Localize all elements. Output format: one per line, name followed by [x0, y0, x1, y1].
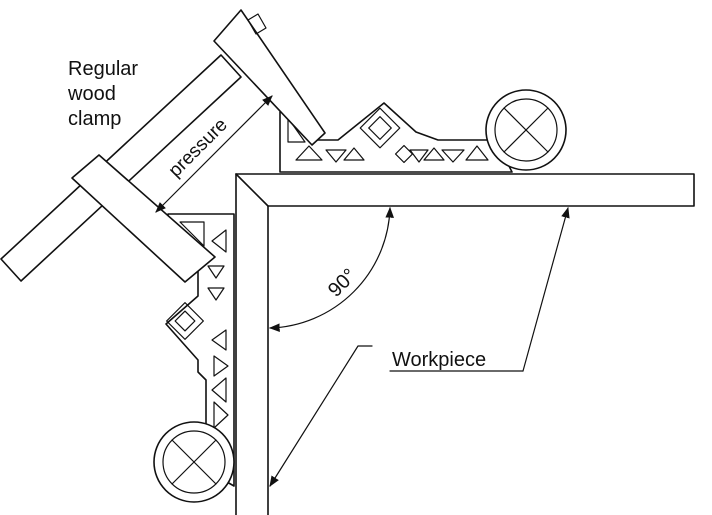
top-arm-square [394, 144, 414, 164]
workpiece-miter-joint [235, 173, 269, 207]
clamp-bar [0, 54, 242, 282]
workpiece-leader-horizontal [522, 206, 570, 372]
left-arm-triangle [213, 355, 229, 377]
top-arm-triangle [343, 147, 365, 161]
workpiece-leader-vertical [269, 345, 373, 487]
top-arm-triangle [287, 117, 306, 143]
left-arm-triangle [211, 229, 227, 253]
top-arm-triangle [325, 149, 347, 163]
left-arm-triangle [207, 287, 225, 301]
top-arm-square [368, 116, 392, 140]
wheel-spoke [171, 439, 217, 485]
wheel-spoke [503, 107, 549, 153]
top-arm-triangle [465, 145, 489, 161]
workpiece-label: Workpiece [392, 349, 486, 371]
left-arm-triangle [207, 265, 225, 279]
top-arm-triangle [423, 147, 445, 161]
left-arm-wheel [153, 421, 235, 503]
clamp-label-line1: Regular [68, 58, 138, 80]
top-arm-triangle [441, 149, 465, 163]
clamp-label-line3: clamp [68, 108, 121, 130]
clamp-upper-jaw [213, 9, 326, 146]
left-arm-triangle [211, 377, 227, 403]
wood-clamp [0, 9, 326, 283]
top-arm-triangle [409, 149, 429, 163]
workpiece-outline [235, 173, 695, 515]
angle-arc [268, 206, 395, 333]
clamp-end-tab [247, 13, 267, 35]
clamp-label-line2: wood [67, 83, 116, 105]
top-arm-wheel [485, 89, 567, 171]
wheel-inner [494, 98, 558, 162]
clamp-lower-jaw [71, 154, 216, 283]
top-arm-square [359, 107, 401, 149]
workpiece [235, 173, 695, 515]
left-arm-triangle [211, 329, 227, 351]
wheel-inner [162, 430, 226, 494]
left-arm-triangle [179, 221, 205, 247]
angle-label: 90° [324, 265, 361, 302]
left-arm-square [166, 302, 204, 340]
left-arm-triangle [213, 401, 229, 429]
pressure-arrow [155, 95, 273, 213]
left-arm-square [174, 310, 196, 332]
top-arm-triangle [295, 145, 323, 161]
